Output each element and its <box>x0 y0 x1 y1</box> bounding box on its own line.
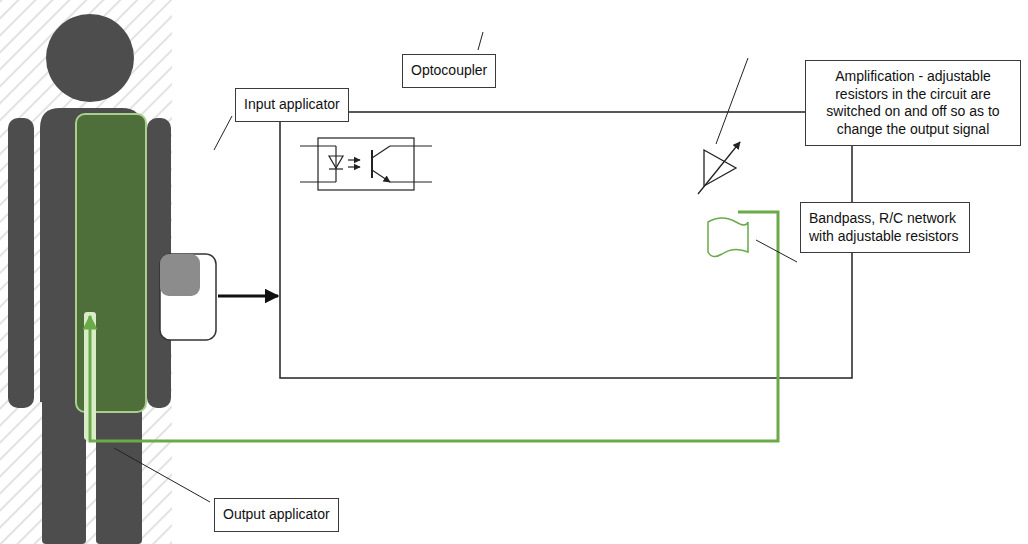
callout-text: Bandpass, R/C network with adjustable re… <box>809 210 961 245</box>
hatched-background <box>0 0 172 544</box>
input-applicator <box>160 254 216 340</box>
callout-text: Amplification - adjustable resistors in … <box>814 68 1012 138</box>
device-housing <box>280 112 852 378</box>
optocoupler-symbol <box>300 138 432 190</box>
amplifier-symbol <box>698 142 740 194</box>
input-applicator-pad <box>160 254 200 296</box>
output-wire <box>90 212 778 441</box>
callout-box: Optocoupler <box>402 54 496 88</box>
callout-box: Output applicator <box>214 498 339 532</box>
callout-text: Optocoupler <box>411 62 487 80</box>
leader-lines <box>114 32 797 502</box>
callout-box: Input applicator <box>235 88 349 122</box>
callout-box: Amplification - adjustable resistors in … <box>805 60 1021 146</box>
bandpass-symbol <box>708 218 748 257</box>
signal-arrow <box>218 295 278 298</box>
callout-text: Input applicator <box>244 96 340 114</box>
person-silhouette <box>8 14 171 544</box>
callout-box: Bandpass, R/C network with adjustable re… <box>800 202 970 253</box>
callout-text: Output applicator <box>223 506 330 524</box>
